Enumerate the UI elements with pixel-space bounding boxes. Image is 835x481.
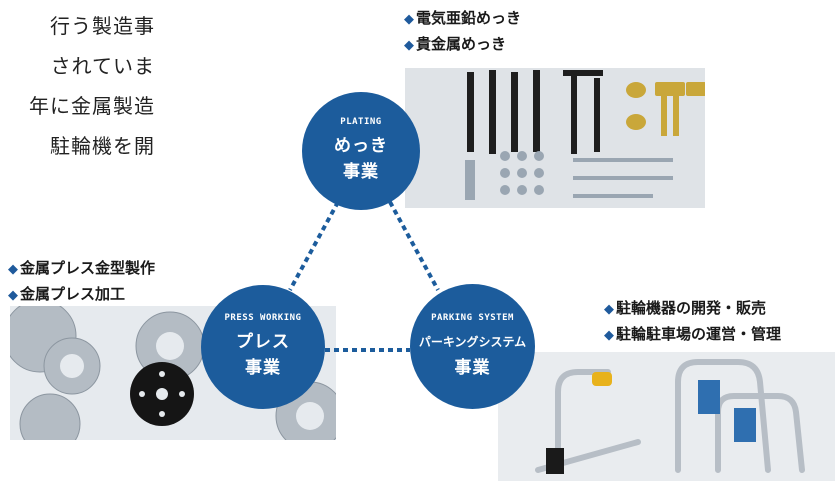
connector-plating-parking bbox=[388, 201, 440, 291]
diamond-bullet-icon: ◆ bbox=[8, 262, 18, 277]
plating-en-label: PLATING bbox=[340, 117, 382, 127]
connector-plating-press bbox=[288, 201, 340, 291]
intro-paragraph: 行う製造事 されていま 年に金属製造 駐輪機を開 bbox=[0, 6, 155, 166]
press-jp-label-line1: プレス bbox=[236, 332, 290, 352]
intro-line: 行う製造事 bbox=[50, 14, 155, 38]
parking-jp-label-line1: パーキングシステム bbox=[418, 334, 527, 349]
intro-line: 駐輪機を開 bbox=[50, 134, 155, 158]
parking-jp-label-line2: 事業 bbox=[454, 357, 491, 378]
diamond-bullet-icon: ◆ bbox=[604, 302, 614, 317]
press-business-circle: PRESS WORKING プレス 事業 bbox=[201, 285, 325, 409]
parking-en-label: PARKING SYSTEM bbox=[431, 312, 514, 323]
list-item: ◆貴金属めっき bbox=[404, 35, 507, 53]
list-item: ◆駐輪機器の開発・販売 bbox=[604, 299, 767, 317]
list-item: ◆電気亜鉛めっき bbox=[404, 9, 522, 27]
list-item: ◆金属プレス金型製作 bbox=[8, 259, 156, 277]
intro-line: 年に金属製造 bbox=[29, 94, 155, 118]
diamond-bullet-icon: ◆ bbox=[404, 12, 414, 27]
list-item: ◆金属プレス加工 bbox=[8, 285, 126, 303]
list-item: ◆駐輪駐車場の運営・管理 bbox=[604, 325, 782, 343]
diamond-bullet-icon: ◆ bbox=[404, 38, 414, 53]
parking-service-list: ◆駐輪機器の開発・販売 ◆駐輪駐車場の運営・管理 bbox=[604, 296, 781, 348]
press-en-label: PRESS WORKING bbox=[224, 313, 302, 323]
plating-jp-label-line2: 事業 bbox=[343, 162, 379, 182]
parking-equipment-photo bbox=[498, 352, 835, 481]
press-service-list: ◆金属プレス金型製作 ◆金属プレス加工 bbox=[8, 256, 155, 308]
plating-jp-label-line1: めっき bbox=[334, 136, 388, 156]
press-jp-label-line2: 事業 bbox=[245, 358, 281, 378]
parking-business-circle: PARKING SYSTEM パーキングシステム 事業 bbox=[410, 284, 535, 409]
diamond-bullet-icon: ◆ bbox=[8, 288, 18, 303]
intro-line: されていま bbox=[50, 54, 155, 78]
diamond-bullet-icon: ◆ bbox=[604, 328, 614, 343]
plating-service-list: ◆電気亜鉛めっき ◆貴金属めっき bbox=[404, 6, 521, 58]
plating-business-circle: PLATING めっき 事業 bbox=[302, 92, 420, 210]
plating-products-photo bbox=[405, 68, 705, 208]
